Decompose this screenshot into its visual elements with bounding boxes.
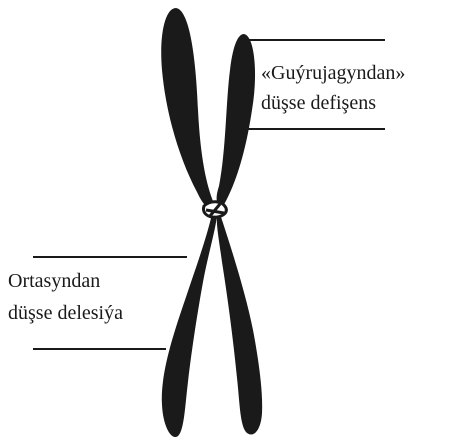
terminal-deficiency-label-line2: düşse defişens (261, 91, 376, 115)
chromatid-upper-right (217, 34, 255, 208)
chromatid-lower-left (162, 214, 217, 437)
interstitial-deletion-label-line1: Ortasyndan (8, 269, 100, 293)
terminal-deficiency-label-line1: «Guýrujagyndan» (261, 61, 405, 85)
chromatid-lower-right (217, 214, 262, 434)
interstitial-deletion-label-line2: düşse delesiýa (8, 301, 123, 325)
chromatid-upper-left (161, 8, 216, 208)
